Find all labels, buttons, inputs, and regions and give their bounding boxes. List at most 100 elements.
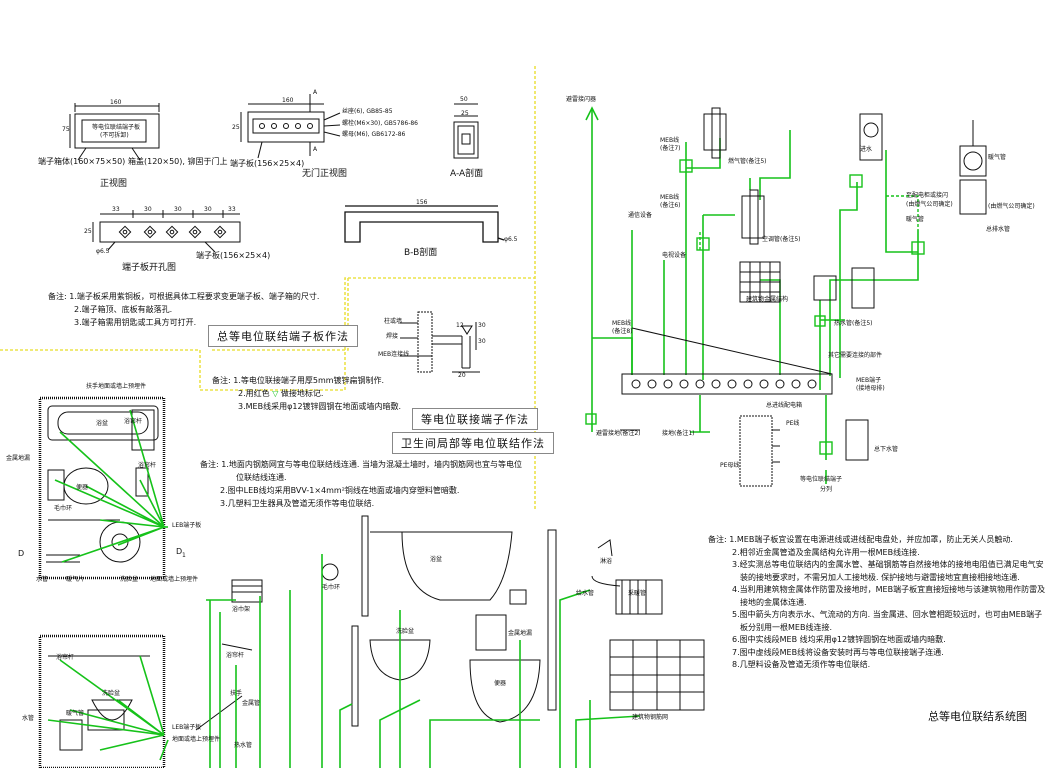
plan-basin: 浴盆 [96,420,109,427]
note-sys-6: 6.图中实线段MEB 线均采用φ12镀锌圆钢在地面或墙内暗敷. [732,635,946,644]
note-terminal-2: 2.用红色 ▽ 做接地标记. [212,387,401,400]
sys-heater: 暖气管 [906,216,925,223]
plan-curtain: 浴帘杆 [124,418,143,425]
terminal-weld: 焊接 [386,333,399,340]
elev-tub: 浴盆 [430,556,443,563]
elev-toilet: 便器 [494,680,507,687]
hole-dim-4: 30 [204,206,212,213]
sys-hot-water: 热水管(备注5) [834,320,873,327]
sys-insul3: (由燃气公司确定) [988,203,1035,210]
sys-distbox: 总进线配电箱 [766,402,803,409]
cad-drawing-sheet: 160 75 等电位联结端子板 (不可拆卸) 端子箱体(160×75×50) 箱… [0,66,1045,768]
doorless-sec-mark-bottom: A [313,146,318,153]
sys-meb-line2: MEB线 [660,194,680,201]
terminal-beam: 柱或墙 [384,318,403,325]
sys-meb-left2: (备注8) [612,328,633,335]
note-sys-5: 5.图中箭头方向表示水、气流动的方向. 当金属进、回水管相距较远时，也可由MEB… [732,610,1043,619]
sys-meb-line1: MEB线 [660,137,680,144]
bb-hole: φ6.5 [504,236,518,243]
front-view-title: 正视图 [100,179,128,189]
elev-sink: 洗脸盆 [102,690,121,697]
sys-sewer: 总排水管 [986,226,1011,233]
elev-drain: 金属地漏 [508,630,533,637]
sys-water-in: 进水 [860,146,873,153]
plan-water: 水管 [36,576,49,583]
elev-curtain: 浴帘杆 [56,654,75,661]
sys-drain: 总下水管 [874,446,899,453]
aa-dim-top: 50 [460,96,468,103]
doorless-sec-mark-top: A [313,89,318,96]
front-label-cover: 箱盖(120×50), 铆固于门上 [128,157,228,166]
hole-dim-3: 30 [174,206,182,213]
sys-meb-box2: 分列 [820,486,833,493]
note-sys-4b: 接地的金属体连通. [740,597,807,607]
note-plate-3: 3.端子箱需用钥匙或工具方可打开. [74,318,197,327]
sys-lightning: 避雷接闪器 [566,96,597,103]
aa-dim-side: 25 [461,110,469,117]
hole-label-plate: 端子板(156×25×4) [196,251,271,260]
notes-terminal: 备注: 1.等电位联接端子用厚5mm镀锌扁钢制作. 2.用红色 ▽ 做接地标记.… [212,374,401,413]
plan-d-left: D [18,549,25,558]
terminal-d12: 12 [456,322,464,329]
elev-towel-rack: 浴巾架 [232,606,251,613]
plan-handle: 扶手 [86,383,99,390]
elev-towel-ring: 毛巾环 [322,584,341,591]
elev-shower: 淋浴 [600,558,613,565]
front-plate-line2: (不可拆卸) [100,132,129,139]
notes-system: 备注: 1.MEB端子板宜设置在电源进线或进线配电盘处，并应加罩，防止无关人员触… [708,534,1045,672]
plan-sink: 洗脸盆 [120,576,139,583]
note-local-3: 3.几塑料卫生器具及管道无须作等电位联结. [220,499,375,508]
front-dim-side: 75 [62,126,70,133]
title-system: 总等电位联结系统图 [928,710,1027,723]
note-terminal-3: 3.MEB线采用φ12镀锌圆钢在地面或墙内暗敷. [238,402,402,411]
sys-ac: 空调管(备注5) [762,236,801,243]
elev-rebar: 建筑物钢筋网 [632,714,669,721]
plan-toilet: 便器 [76,484,89,491]
front-dim-top: 160 [110,99,122,106]
plan-d-sub: 1 [182,552,186,559]
sys-elec: 电视设备 [662,252,687,259]
elev-heat: 暖气管 [66,710,85,717]
elev-handle: 扶手 [230,690,243,697]
hole-dim-side: 25 [84,228,92,235]
notes-plate: 备注: 1.端子板采用紫铜板，可根据具体工程要求变更端子板、端子箱的尺寸. 2.… [48,290,319,329]
bb-dim-top: 156 [416,199,428,206]
elev-metal: 金属管 [242,700,261,707]
note-sys-3b: 装的接地要求时，不需另加人工接地极. 保护接地与避雷接地宜直接相接地连通. [740,572,1020,582]
hole-dim-1: 33 [112,206,120,213]
note-local-2: 2.图中LEB线均采用BVV-1×4mm²铜线在地面或墙内穿塑料管暗敷. [220,486,460,495]
sys-ground: 避雷接地(备注2) [596,430,641,437]
note-plate-1: 备注: 1.端子板采用紫铜板，可根据具体工程要求变更端子板、端子箱的尺寸. [48,292,320,301]
note-sys-8: 8.几塑料设备及管道无须作等电位联结. [732,660,871,669]
aa-section-title: A-A剖面 [450,169,484,179]
elev-supply: 给水管 [576,590,595,597]
elev-floor-exit: 地面或墙上预埋件 [172,736,221,743]
hole-view-title: 端子板开孔图 [122,263,177,273]
note-sys-7: 7.图中虚线段MEB线将设备安装时再与等电位联接端子连通. [732,647,944,657]
terminal-holes [118,225,227,239]
hole-dim-2: 30 [144,206,152,213]
hole-dim-5: 33 [228,206,236,213]
hole-diameter: φ6.5 [96,248,110,255]
note-terminal-2a: 2.用红色 [238,389,270,398]
sys-meb-box: 等电位联结端子 [800,476,843,483]
sys-meb-bar: MEB端子 [856,377,882,384]
plan-leb: LEB端子板 [172,522,202,529]
plan-floor-exit: 地面或墙上预埋件 [98,383,147,390]
plan-towel: 毛巾环 [54,505,73,512]
note-terminal-1: 备注: 1.等电位联接端子用厚5mm镀锌扁钢制作. [212,376,385,385]
drawing-lines [0,66,987,768]
doorless-nut: 螺母(M6), GB6172-86 [342,131,406,138]
terminal-d30b: 30 [478,338,486,345]
note-terminal-2b: 做接地标记. [280,389,324,398]
sys-ground2: 接地(备注1) [662,430,695,437]
sys-pe: PE线 [786,420,800,427]
sys-rebar: 建筑物金属结构 [746,296,789,303]
plan-floor-exit-2: 地面或墙上预埋件 [150,576,199,583]
terminal-d20: 20 [458,372,466,379]
note-sys-1: 备注: 1.MEB端子板宜设置在电源进线或进线配电盘处，并应加罩，防止无关人员触… [708,535,1013,544]
sys-insul1: 至配电柜或接闪 [906,192,949,199]
elev-leb: LEB端子板 [172,724,202,731]
doorless-view-title: 无门正视图 [302,169,348,179]
note-plate-2: 2.端子箱顶、底板有敲落孔. [74,305,173,314]
